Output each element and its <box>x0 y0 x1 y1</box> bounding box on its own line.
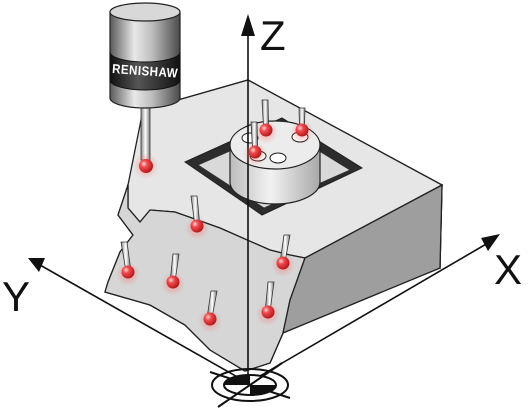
x-axis-line <box>247 242 489 384</box>
probe-stylus-ball <box>139 159 153 173</box>
stylus-stem <box>250 121 258 149</box>
contact-point <box>166 275 180 289</box>
block-side-face <box>282 183 443 335</box>
stylus-icon <box>256 281 280 326</box>
contact-point <box>190 219 204 233</box>
contact-point <box>248 145 262 159</box>
stylus-icon <box>254 99 278 144</box>
cylinder-hole <box>269 152 287 164</box>
probe-brand-label: RENISHAW <box>112 61 179 81</box>
stylus-icon <box>243 121 267 166</box>
contact-point <box>203 312 217 326</box>
stylus-icon <box>271 234 295 277</box>
contact-point <box>276 256 290 270</box>
z-axis-label: Z <box>260 12 286 59</box>
probe-band <box>109 51 181 91</box>
x-axis-label: X <box>494 246 522 293</box>
stylus-stem <box>261 99 269 127</box>
y-axis-line <box>39 264 249 384</box>
stylus-icon <box>198 290 222 333</box>
datum-symbol-icon <box>209 362 291 408</box>
stylus-stem <box>298 107 306 127</box>
datum-outer-ring <box>211 368 289 402</box>
probe-stylus-shank <box>140 99 151 161</box>
contact-point <box>121 265 135 279</box>
x-axis-arrow <box>481 234 500 251</box>
touch-probe-icon: RENISHAW <box>109 2 181 179</box>
contact-point <box>261 305 275 319</box>
stylus-icon <box>185 195 209 240</box>
z-axis-arrow <box>241 14 255 36</box>
datum-cross <box>209 371 291 399</box>
probe-top-cap <box>109 2 181 22</box>
block-contour-face <box>104 184 306 372</box>
y-axis-label: Y <box>2 273 30 320</box>
y-axis-arrow <box>28 258 45 272</box>
contact-point <box>295 123 309 137</box>
stylus-icon <box>290 107 314 144</box>
stylus-icon <box>161 253 185 296</box>
axes <box>28 14 500 395</box>
stylus-icon <box>116 241 140 286</box>
stylus-group <box>116 99 314 333</box>
contact-point <box>259 123 273 137</box>
